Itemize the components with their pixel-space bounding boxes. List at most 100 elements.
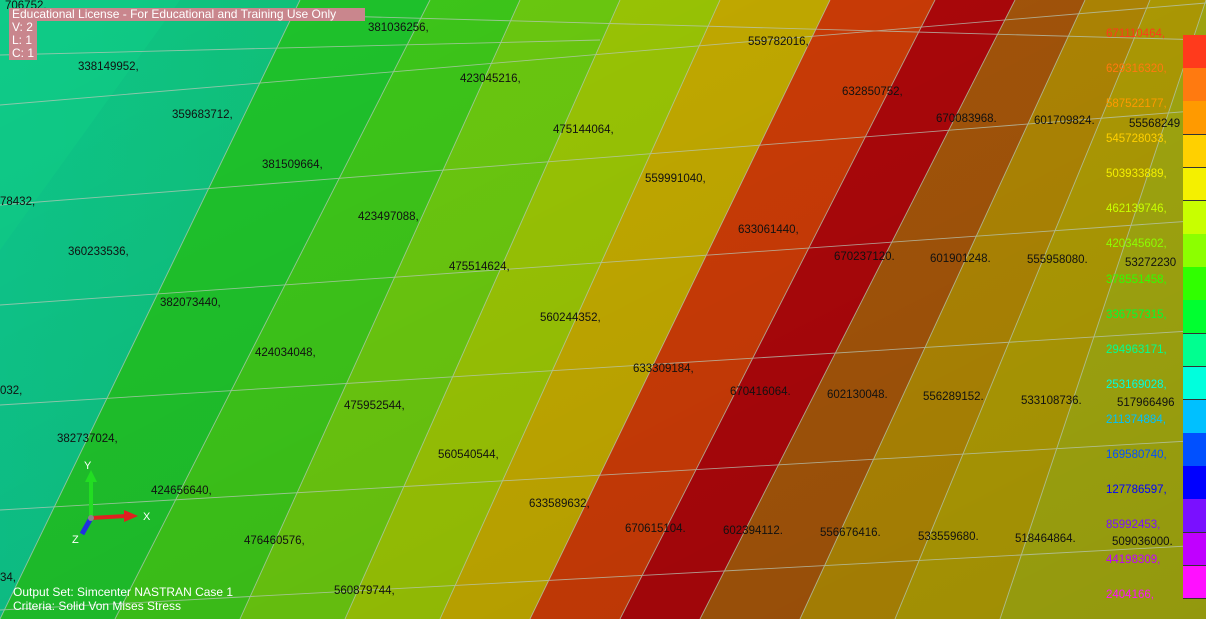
- z-axis-label: Z: [72, 534, 79, 546]
- mesh-edge: [0, 544, 1206, 611]
- legend-value: 629316320,: [1106, 63, 1167, 76]
- node-stress-label: 633589632,: [529, 498, 590, 510]
- legend-value: 44198309,: [1106, 554, 1161, 567]
- mesh-edge: [0, 439, 1206, 511]
- output-set-label: Output Set: Simcenter NASTRAN Case 1: [13, 585, 234, 599]
- mesh-edge: [0, 329, 1206, 406]
- mesh-edge: [0, 0, 301, 619]
- node-stress-label: 670237120.: [834, 251, 895, 263]
- legend-value: 503933889,: [1106, 168, 1167, 181]
- x-axis-label: X: [143, 511, 151, 523]
- legend-color-swatch: [1183, 200, 1206, 235]
- legend-value: 294963171,: [1106, 343, 1167, 356]
- node-stress-label: 338149952,: [78, 61, 139, 73]
- node-stress-label: 602394112.: [723, 525, 783, 537]
- legend-value: 671110464,: [1106, 28, 1166, 40]
- node-stress-label: 533559680.: [918, 531, 979, 543]
- node-stress-label: 559782016,: [748, 36, 809, 48]
- node-stress-label: 381036256,: [368, 22, 429, 34]
- legend-color-swatch: [1183, 466, 1206, 500]
- node-stress-label: 602130048.: [827, 389, 888, 401]
- node-stress-label: 55568249: [1129, 118, 1181, 130]
- legend-value: 336757315,: [1106, 308, 1167, 321]
- mesh-edge: [114, 0, 431, 619]
- node-stress-label: 670083968.: [936, 113, 997, 125]
- license-banner: Educational License - For Educational an…: [9, 8, 365, 21]
- node-stress-label: 633309184,: [633, 363, 694, 375]
- node-stress-label: 423497088,: [358, 211, 419, 223]
- legend-value: 127786597,: [1106, 483, 1167, 496]
- node-stress-label: 601709824.: [1034, 115, 1095, 127]
- legend-value: 253169028,: [1106, 378, 1167, 391]
- node-stress-label: 424656640,: [151, 485, 212, 497]
- node-stress-label: 559991040,: [645, 173, 706, 185]
- legend-value: 420345602,: [1106, 238, 1167, 251]
- node-stress-label: 560540544,: [438, 449, 499, 461]
- mesh-edge: [699, 0, 1016, 619]
- mesh-edge: [619, 0, 936, 619]
- mesh-edge: [529, 0, 831, 619]
- node-stress-label: 34,: [0, 572, 16, 584]
- node-stress-label: 555958080.: [1027, 254, 1088, 266]
- mesh-edge: [439, 0, 721, 619]
- node-stress-label: 475144064,: [553, 124, 614, 136]
- node-stress-label: 533108736.: [1021, 395, 1082, 407]
- legend-color-swatch: [1183, 167, 1206, 202]
- legend-color-swatch: [1183, 499, 1206, 534]
- node-stress-label: 601901248.: [930, 253, 991, 265]
- node-stress-label: 032,: [0, 385, 23, 397]
- mesh-edge: [799, 0, 1086, 619]
- mesh-edge: [344, 0, 621, 619]
- node-stress-label: 475514624,: [449, 261, 510, 273]
- criteria-label: Criteria: Solid Von Mises Stress: [13, 599, 182, 613]
- legend-color-swatch: [1183, 68, 1206, 102]
- legend-color-swatch: [1183, 267, 1206, 301]
- node-stress-label: 556289152.: [923, 391, 984, 403]
- coordinate-triad: [79, 470, 138, 536]
- node-stress-label: 670416064.: [730, 386, 791, 398]
- mesh-edge: [0, 219, 1206, 306]
- view-number: V: 2: [9, 21, 37, 34]
- node-stress-label: 424034048,: [255, 347, 316, 359]
- mesh-edge: [894, 0, 1151, 619]
- node-stress-label: 360233536,: [68, 246, 129, 258]
- y-axis-label: Y: [84, 460, 92, 472]
- node-stress-label: 633061440,: [738, 224, 799, 236]
- contour-legend-colorbar: [1183, 35, 1206, 600]
- legend-color-swatch: [1183, 234, 1206, 268]
- node-stress-label: 517966496: [1117, 397, 1175, 409]
- node-stress-label: 53272230: [1125, 257, 1177, 269]
- node-stress-label: 476460576,: [244, 535, 305, 547]
- legend-color-swatch: [1183, 532, 1206, 567]
- color-number: C: 1: [9, 47, 37, 60]
- legend-color-swatch: [1183, 300, 1206, 335]
- node-stress-label: 381509664,: [262, 159, 323, 171]
- node-stress-label: 382073440,: [160, 297, 221, 309]
- legend-value: 462139746,: [1106, 203, 1167, 216]
- mesh-edge: [999, 0, 1206, 619]
- node-stress-label: 632850752,: [842, 86, 903, 98]
- legend-value: 545728033,: [1106, 133, 1167, 146]
- legend-value: 169580740,: [1106, 448, 1167, 461]
- node-stress-label: 359683712,: [172, 109, 233, 121]
- node-stress-label: 560879744,: [334, 585, 395, 597]
- mesh-edge: [239, 0, 521, 619]
- node-stress-label: 560244352,: [540, 312, 601, 324]
- legend-value: 587522177,: [1106, 98, 1167, 111]
- node-stress-label: 518464864.: [1015, 533, 1076, 545]
- layer-number: L: 1: [9, 34, 37, 47]
- node-stress-label: 382737024,: [57, 433, 118, 445]
- legend-color-swatch: [1183, 101, 1206, 136]
- mesh-edge: [0, 39, 601, 56]
- node-stress-label: 670615104.: [625, 523, 686, 535]
- legend-color-swatch: [1183, 35, 1206, 69]
- legend-color-swatch: [1183, 433, 1206, 467]
- node-stress-label: 509036000.: [1112, 536, 1173, 548]
- legend-color-swatch: [1183, 333, 1206, 368]
- legend-color-swatch: [1183, 565, 1206, 600]
- node-stress-label: 556676416.: [820, 527, 881, 539]
- mesh-edge: [0, 109, 1206, 206]
- legend-value: 211374884,: [1106, 413, 1166, 426]
